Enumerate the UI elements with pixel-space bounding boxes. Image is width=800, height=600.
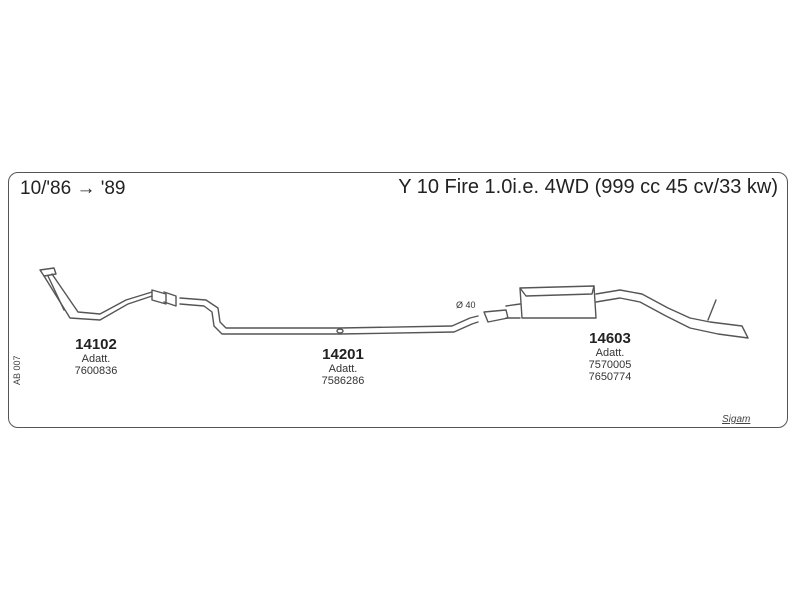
diagram-frame	[8, 172, 788, 428]
model-title: Y 10 Fire 1.0i.e. 4WD (999 cc 45 cv/33 k…	[398, 176, 778, 198]
diameter-annotation: Ø 40	[456, 300, 476, 310]
part-code: 7570005	[588, 359, 632, 371]
intermediate-pipe-14201	[179, 297, 479, 335]
part-14102: 14102 Adatt. 7600836	[70, 336, 122, 377]
part-code: 7586286	[321, 375, 365, 387]
part-14201: 14201 Adatt. 7586286	[316, 346, 370, 387]
part-label: Adatt.	[328, 363, 358, 375]
rear-silencer-14603	[483, 285, 749, 339]
reference-code: AB 007	[12, 355, 22, 385]
front-pipe-14102	[39, 267, 177, 321]
part-code: 7650774	[588, 371, 632, 383]
part-number: 14603	[589, 330, 631, 347]
part-14603: 14603 Adatt. 7570005 7650774	[582, 330, 638, 383]
part-label: Adatt.	[595, 347, 625, 359]
date-range: 10/'86 → '89	[20, 178, 126, 199]
brand-logo: Sigam	[722, 414, 751, 425]
part-code: 7600836	[74, 365, 118, 377]
part-label: Adatt.	[81, 353, 111, 365]
part-number: 14102	[75, 336, 117, 353]
part-number: 14201	[322, 346, 364, 363]
